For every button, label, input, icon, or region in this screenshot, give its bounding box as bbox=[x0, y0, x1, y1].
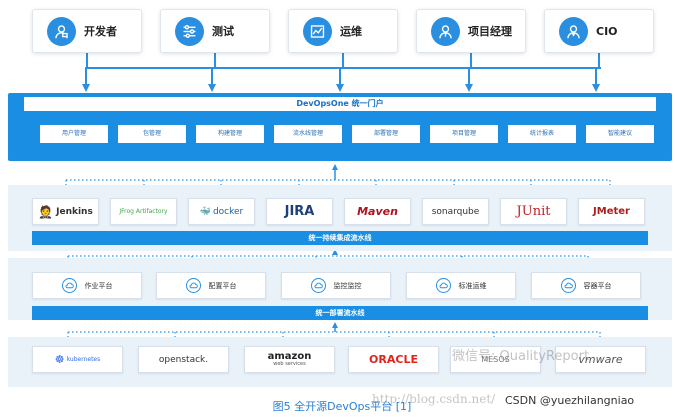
tool-jmeter: JMeter bbox=[578, 198, 645, 225]
role-test: 测试 bbox=[160, 9, 270, 53]
infra-label: MESOS bbox=[481, 355, 510, 364]
role-label: 测试 bbox=[212, 25, 234, 38]
tool-label: JMeter bbox=[593, 206, 630, 217]
cloud-icon bbox=[185, 278, 201, 293]
blog-watermark: http://blog.csdn.net/ bbox=[372, 392, 496, 406]
infra-label: vmware bbox=[578, 353, 623, 366]
portal-item-pipeline-management[interactable]: 流水线管理 bbox=[274, 125, 342, 143]
infra-vmware: vmware bbox=[555, 346, 646, 373]
jenkins-icon: 🤵 bbox=[38, 204, 54, 219]
ci-pipeline-bar: 统一持续集成流水线 bbox=[32, 231, 648, 245]
cloud-icon bbox=[310, 278, 326, 293]
portal-item-smart-suggestion[interactable]: 智能建议 bbox=[586, 125, 654, 143]
tool-jira: JIRA bbox=[266, 198, 333, 225]
infra-label: kubernetes bbox=[66, 356, 101, 363]
infra-label: amazon bbox=[267, 351, 312, 362]
portal-item-project-management[interactable]: 项目管理 bbox=[430, 125, 498, 143]
tool-label: Jenkins bbox=[56, 206, 93, 217]
tool-jenkins: 🤵 Jenkins bbox=[32, 198, 99, 225]
test-sliders-icon bbox=[175, 16, 204, 46]
infra-oracle: ORACLE bbox=[348, 346, 439, 373]
role-label: 运维 bbox=[340, 25, 362, 38]
infra-label: openstack. bbox=[158, 354, 209, 365]
cloud-icon bbox=[560, 278, 576, 293]
tool-label: docker bbox=[212, 206, 244, 217]
tool-label: Maven bbox=[357, 205, 398, 218]
platform-config: 配置平台 bbox=[156, 272, 266, 299]
role-label: 开发者 bbox=[84, 25, 117, 38]
role-project-manager: 项目经理 bbox=[416, 9, 526, 53]
platform-standard-ops: 标准运维 bbox=[406, 272, 516, 299]
cloud-icon bbox=[61, 278, 77, 293]
tool-label: JIRA bbox=[284, 204, 315, 219]
tool-junit: JUnit bbox=[500, 198, 567, 225]
cloud-icon bbox=[435, 278, 451, 293]
platform-label: 监控监控 bbox=[333, 281, 362, 290]
platform-container: 容器平台 bbox=[531, 272, 641, 299]
role-cio: CIO bbox=[544, 9, 654, 53]
portal-item-package-management[interactable]: 包管理 bbox=[118, 125, 186, 143]
infra-kubernetes: ☸ kubernetes bbox=[32, 346, 123, 373]
tool-docker: 🐳 docker bbox=[188, 198, 255, 225]
deploy-pipeline-bar: 统一部署流水线 bbox=[32, 306, 648, 320]
portal-item-deploy-management[interactable]: 部署管理 bbox=[352, 125, 420, 143]
platform-job: 作业平台 bbox=[32, 272, 142, 299]
platform-label: 容器平台 bbox=[583, 281, 612, 290]
kubernetes-wheel-icon: ☸ bbox=[54, 353, 65, 366]
role-developer: 开发者 bbox=[32, 9, 142, 53]
figure-caption: 图5 全开源DevOps平台 [1] bbox=[272, 400, 412, 413]
platform-label: 作业平台 bbox=[84, 281, 113, 290]
infra-mesos: MESOS bbox=[450, 346, 541, 373]
tool-label: sonarqube bbox=[431, 206, 480, 217]
csdn-credit: CSDN @yuezhilangniao bbox=[505, 394, 635, 407]
infra-amazon-web-services: amazon web services bbox=[244, 346, 335, 373]
infra-openstack: openstack. bbox=[138, 346, 229, 373]
tool-jfrog-artifactory: JFrog Artifactory bbox=[110, 198, 177, 225]
portal-title: DevOpsOne 统一门户 bbox=[24, 97, 656, 111]
role-ops: 运维 bbox=[288, 9, 398, 53]
developer-icon bbox=[47, 16, 76, 46]
role-label: CIO bbox=[596, 24, 618, 38]
tool-maven: Maven bbox=[344, 198, 411, 225]
infra-sublabel: web services bbox=[273, 361, 306, 367]
role-label: 项目经理 bbox=[468, 25, 512, 38]
portal-item-build-management[interactable]: 构建管理 bbox=[196, 125, 264, 143]
ops-monitor-icon bbox=[303, 16, 332, 46]
docker-whale-icon: 🐳 bbox=[199, 206, 211, 217]
tool-label: JUnit bbox=[516, 204, 551, 219]
devops-portal: DevOpsOne 统一门户 用户管理 包管理 构建管理 流水线管理 部署管理 … bbox=[8, 93, 672, 161]
portal-item-user-management[interactable]: 用户管理 bbox=[40, 125, 108, 143]
project-manager-icon bbox=[431, 16, 460, 46]
platform-label: 标准运维 bbox=[458, 281, 487, 290]
tool-sonarqube: sonarqube bbox=[422, 198, 489, 225]
cio-icon bbox=[559, 16, 588, 46]
platform-monitoring: 监控监控 bbox=[281, 272, 391, 299]
infra-label: ORACLE bbox=[369, 353, 418, 366]
platform-label: 配置平台 bbox=[208, 281, 237, 290]
portal-item-statistics-report[interactable]: 统计报表 bbox=[508, 125, 576, 143]
tool-label: JFrog Artifactory bbox=[119, 208, 168, 215]
wechat-watermark: 微信号: QualityReport bbox=[452, 349, 590, 364]
